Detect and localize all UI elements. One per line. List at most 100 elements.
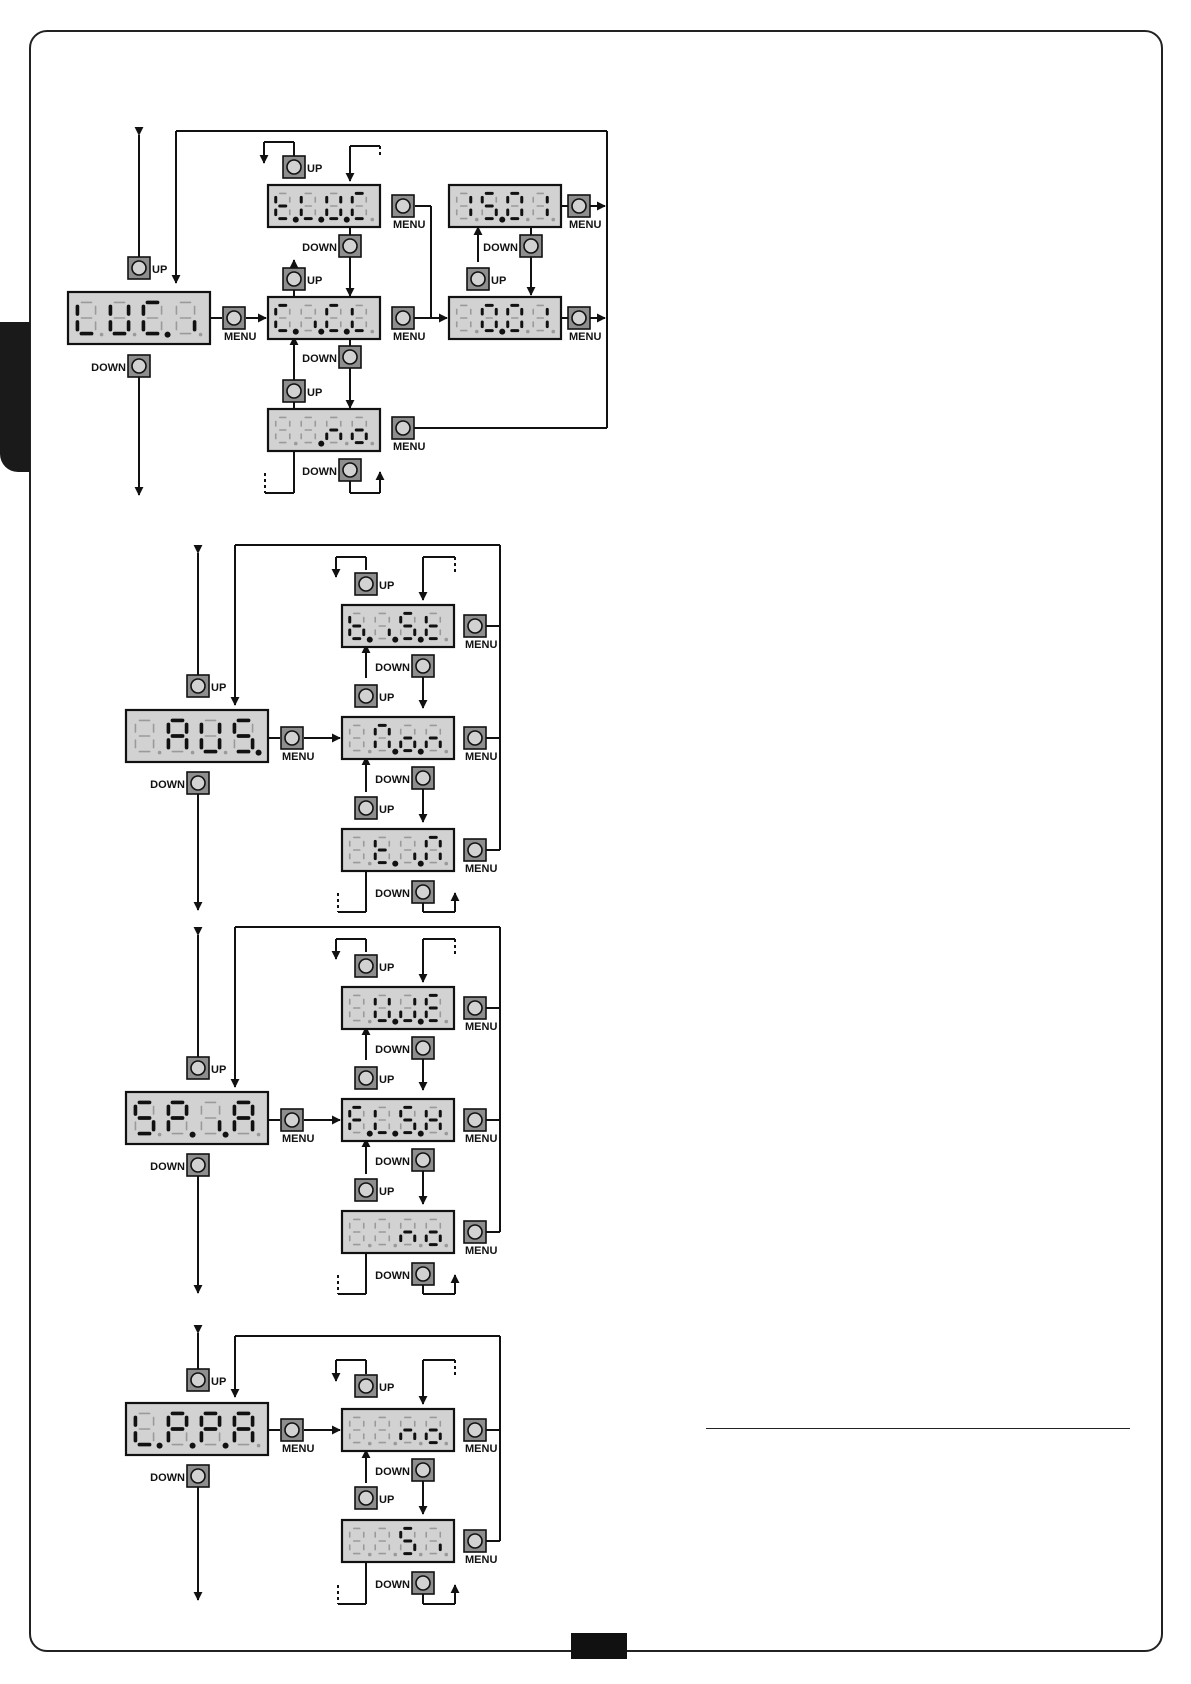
decimal-point — [393, 1244, 397, 1248]
option-display — [342, 605, 454, 647]
menu-button[interactable] — [464, 1221, 486, 1243]
decimal-point — [158, 751, 162, 755]
down-button[interactable] — [412, 655, 434, 677]
decimal-point — [392, 749, 398, 755]
decimal-point — [418, 749, 424, 755]
menu-button[interactable] — [281, 1419, 303, 1441]
decimal-point — [444, 750, 448, 754]
menu-button[interactable] — [464, 727, 486, 749]
decimal-point — [318, 441, 324, 447]
decimal-point — [133, 333, 137, 337]
down-label: DOWN — [483, 242, 518, 254]
down-button[interactable] — [187, 1154, 209, 1176]
up-button[interactable] — [355, 1179, 377, 1201]
decimal-point — [368, 1553, 372, 1557]
down-button[interactable] — [339, 346, 361, 368]
up-label: UP — [307, 275, 322, 287]
up-button[interactable] — [355, 955, 377, 977]
down-button[interactable] — [187, 772, 209, 794]
up-button[interactable] — [355, 573, 377, 595]
button-knob — [191, 1469, 205, 1483]
up-button[interactable] — [355, 1487, 377, 1509]
button-knob — [359, 1491, 373, 1505]
menu-button[interactable] — [281, 1109, 303, 1131]
option-display — [268, 185, 380, 227]
up-button[interactable] — [355, 797, 377, 819]
button-knob — [468, 1113, 482, 1127]
menu-label: MENU — [465, 1554, 497, 1566]
up-label: UP — [379, 804, 394, 816]
button-knob — [416, 1576, 430, 1590]
menu-button[interactable] — [464, 615, 486, 637]
down-button[interactable] — [520, 235, 542, 257]
menu-button[interactable] — [392, 195, 414, 217]
down-button[interactable] — [187, 1465, 209, 1487]
button-knob — [416, 659, 430, 673]
down-button[interactable] — [412, 1572, 434, 1594]
up-label: UP — [379, 1494, 394, 1506]
up-button[interactable] — [467, 268, 489, 290]
menu-button[interactable] — [281, 727, 303, 749]
button-knob — [359, 1183, 373, 1197]
menu-label: MENU — [465, 639, 497, 651]
decimal-point — [190, 1443, 196, 1449]
decimal-point — [526, 218, 530, 222]
decimal-point — [224, 751, 228, 755]
up-button[interactable] — [187, 1057, 209, 1079]
up-button[interactable] — [283, 380, 305, 402]
decimal-point — [370, 218, 374, 222]
button-knob — [416, 885, 430, 899]
menu-button[interactable] — [464, 1109, 486, 1131]
down-button[interactable] — [412, 1263, 434, 1285]
decimal-point — [368, 1244, 372, 1248]
up-button[interactable] — [187, 1369, 209, 1391]
decimal-point — [444, 1020, 448, 1024]
decimal-point — [157, 1443, 163, 1449]
decimal-point — [418, 1019, 424, 1025]
button-knob — [132, 359, 146, 373]
menu-button[interactable] — [392, 307, 414, 329]
down-button[interactable] — [412, 881, 434, 903]
down-label: DOWN — [150, 1472, 185, 1484]
decimal-point — [418, 861, 424, 867]
down-button[interactable] — [412, 1149, 434, 1171]
menu-button[interactable] — [464, 839, 486, 861]
up-button[interactable] — [187, 675, 209, 697]
up-button[interactable] — [283, 156, 305, 178]
up-label: UP — [211, 1376, 226, 1388]
up-button[interactable] — [283, 268, 305, 290]
menu-label: MENU — [282, 1443, 314, 1455]
button-knob — [471, 272, 485, 286]
button-knob — [359, 959, 373, 973]
up-button[interactable] — [128, 257, 150, 279]
up-button[interactable] — [355, 1067, 377, 1089]
down-label: DOWN — [302, 242, 337, 254]
up-button[interactable] — [355, 685, 377, 707]
option-display — [342, 1520, 454, 1562]
menu-button[interactable] — [568, 307, 590, 329]
menu-button[interactable] — [392, 417, 414, 439]
option-display — [342, 1211, 454, 1253]
down-button[interactable] — [412, 767, 434, 789]
decimal-point — [367, 1131, 373, 1137]
down-button[interactable] — [412, 1459, 434, 1481]
menu-button[interactable] — [568, 195, 590, 217]
menu-button[interactable] — [464, 1530, 486, 1552]
down-button[interactable] — [412, 1037, 434, 1059]
button-knob — [416, 771, 430, 785]
button-knob — [396, 311, 410, 325]
button-knob — [287, 160, 301, 174]
decimal-point — [551, 218, 555, 222]
down-button[interactable] — [339, 459, 361, 481]
down-button[interactable] — [339, 235, 361, 257]
menu-button[interactable] — [464, 997, 486, 1019]
down-button[interactable] — [128, 355, 150, 377]
decimal-point — [257, 1133, 261, 1137]
decimal-point — [368, 1020, 372, 1024]
menu-button[interactable] — [223, 307, 245, 329]
up-label: UP — [379, 1382, 394, 1394]
menu-button[interactable] — [464, 1419, 486, 1441]
decimal-point — [392, 861, 398, 867]
decimal-point — [345, 442, 349, 446]
up-button[interactable] — [355, 1375, 377, 1397]
